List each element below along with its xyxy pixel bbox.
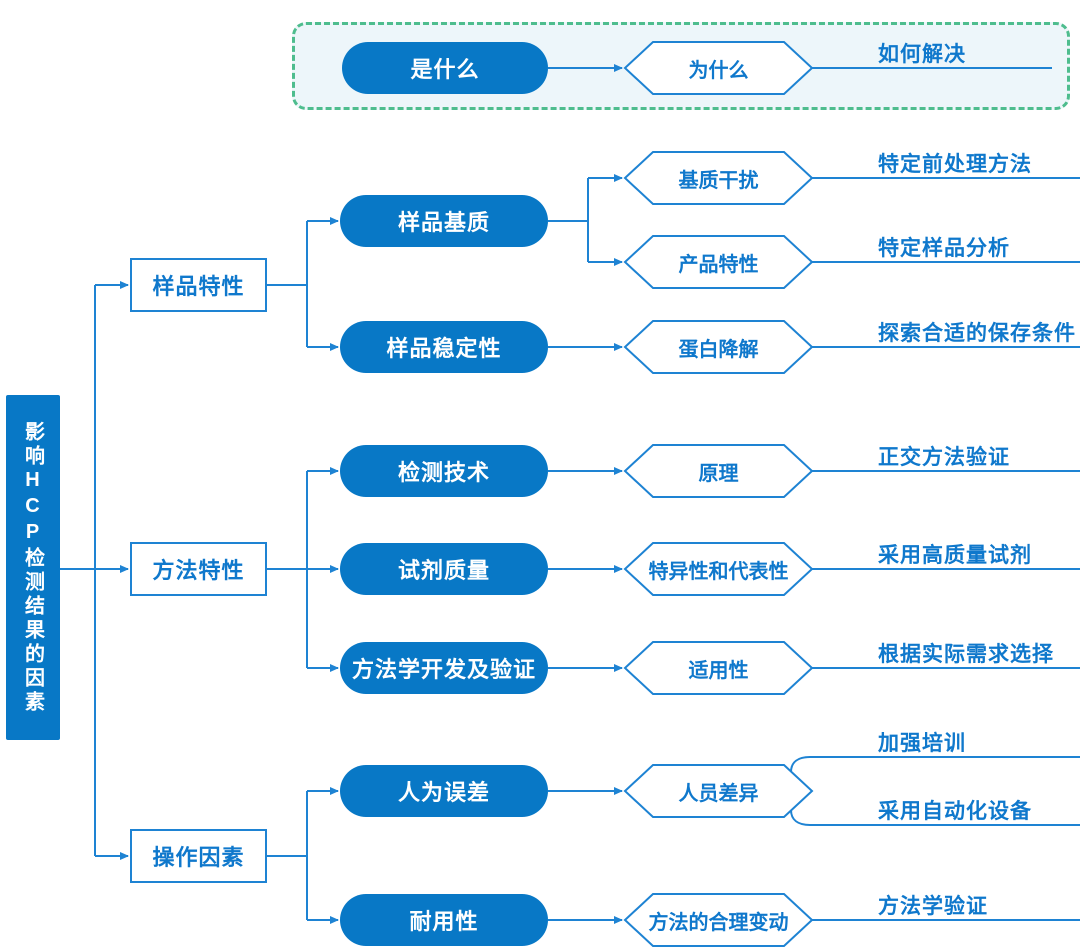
cause-matrix-interference: 基质干扰 <box>678 169 759 192</box>
cause-applicability: 适用性 <box>688 659 749 682</box>
solution-specific-sample-analysis: 特定样品分析 <box>878 237 1010 260</box>
legend-what-pill: 是什么 <box>342 42 548 94</box>
hexagon-why <box>623 41 814 95</box>
factor-durability: 耐用性 <box>340 894 548 946</box>
hexagon-applicability <box>623 641 814 695</box>
solution-orthogonal-validation: 正交方法验证 <box>878 446 1010 469</box>
factor-human-error: 人为误差 <box>340 765 548 817</box>
solution-high-quality-reagents: 采用高质量试剂 <box>878 544 1032 567</box>
factor-sample-matrix: 样品基质 <box>340 195 548 247</box>
factor-sample-stability: 样品稳定性 <box>340 321 548 373</box>
cause-protein-degradation: 蛋白降解 <box>678 338 759 361</box>
branch-sample-characteristics: 样品特性 <box>130 258 267 312</box>
legend-how-label: 如何解决 <box>878 43 966 66</box>
cause-product-property: 产品特性 <box>678 253 759 276</box>
hexagon-method-change <box>623 893 814 947</box>
hexagon-personnel-difference <box>623 764 814 818</box>
solution-pretreatment: 特定前处理方法 <box>878 153 1032 176</box>
hexagon-product-property <box>623 235 814 289</box>
cause-principle: 原理 <box>698 462 739 485</box>
root-node: 影响HCP检测结果的因素 <box>6 395 60 740</box>
solution-method-validation: 方法学验证 <box>878 895 988 918</box>
factor-reagent-quality: 试剂质量 <box>340 543 548 595</box>
cause-personnel-difference: 人员差异 <box>678 782 759 805</box>
branch-method-characteristics: 方法特性 <box>130 542 267 596</box>
hexagon-specificity <box>623 542 814 596</box>
factor-method-development: 方法学开发及验证 <box>340 642 548 694</box>
solution-automation-equipment: 采用自动化设备 <box>878 800 1032 823</box>
hexagon-principle <box>623 444 814 498</box>
solution-strengthen-training: 加强培训 <box>878 732 966 755</box>
branch-operation-factors: 操作因素 <box>130 829 267 883</box>
hexagon-protein-degradation <box>623 320 814 374</box>
solution-storage-conditions: 探索合适的保存条件 <box>878 322 1076 345</box>
cause-method-change: 方法的合理变动 <box>648 911 789 934</box>
factor-detection-technology: 检测技术 <box>340 445 548 497</box>
cause-specificity: 特异性和代表性 <box>648 560 789 583</box>
solution-select-by-need: 根据实际需求选择 <box>878 643 1054 666</box>
hexagon-matrix-interference <box>623 151 814 205</box>
legend-why-label: 为什么 <box>688 59 749 82</box>
